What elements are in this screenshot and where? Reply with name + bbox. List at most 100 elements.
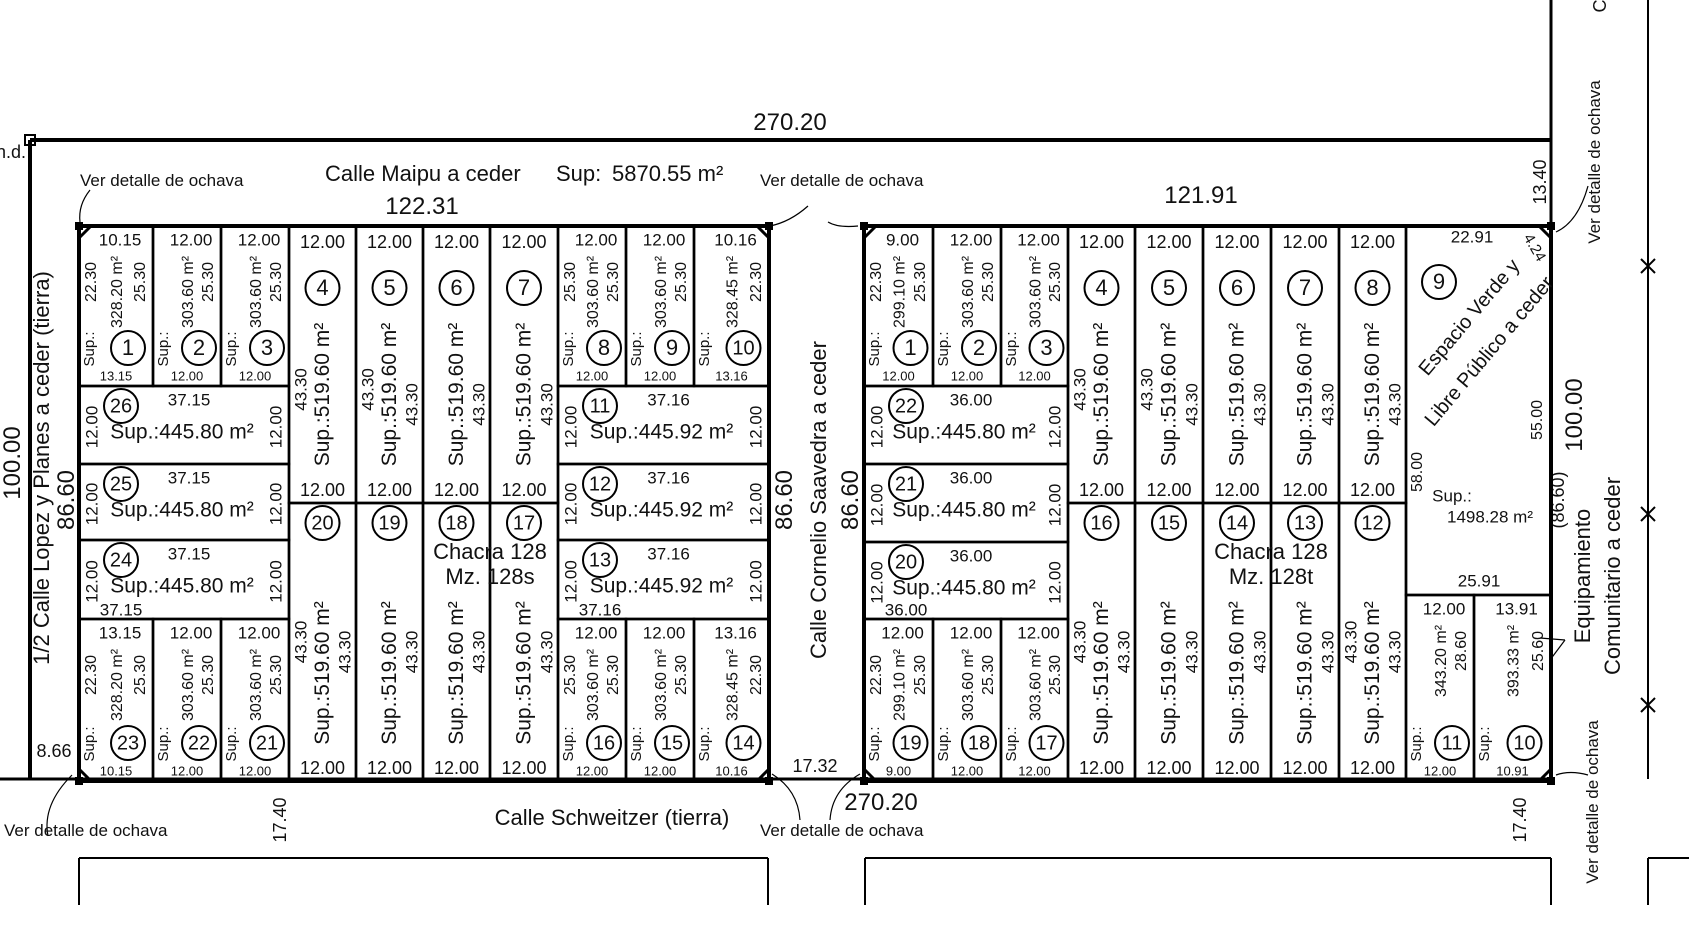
lot-right-dim: 43.30: [1182, 631, 1201, 674]
lot-right-dim: 43.30: [402, 631, 421, 674]
ochava-corner: [755, 224, 771, 240]
lot-area: 299.10 m²: [892, 255, 909, 328]
lot-right-dim: 43.30: [1318, 631, 1337, 674]
lot-right-dim: 43.30: [1385, 631, 1404, 674]
lot-outline: [1404, 224, 1553, 597]
lot-front-dim: 10.16: [714, 230, 757, 249]
ochava-note: Ver detalle de ochava: [80, 171, 244, 190]
lot-number-badge: 17: [506, 505, 542, 541]
lot-area: Sup.:445.80 m²: [892, 577, 1036, 600]
lot-area: 303.60 m²: [653, 255, 670, 328]
lot-area: Sup.:519.60 m²: [1361, 323, 1384, 467]
lot-area: 393.33 m²: [1506, 624, 1523, 697]
ochava-note: Ver detalle de ochava: [1585, 80, 1604, 244]
lot-right-dim: 25.60: [1530, 631, 1547, 671]
lot-area: Sup.:519.60 m²: [1294, 323, 1317, 467]
lot-sup-label: Sup.:: [1476, 726, 1493, 761]
lot-number-badge: 11: [582, 388, 618, 424]
lot-back-dim: 12.00: [501, 758, 546, 778]
lot-area: Sup.:519.60 m²: [445, 601, 468, 745]
ochava-corner: [862, 224, 878, 240]
lot-right-dim: 55.00: [1529, 400, 1546, 440]
lot-number-badge: 12: [1354, 505, 1391, 541]
lot-area: 303.60 m²: [180, 255, 197, 328]
lot-area: Sup.:519.60 m²: [1226, 601, 1249, 745]
lot-left-dim: 58.00: [1409, 452, 1426, 492]
lot-number-badge: 3: [249, 330, 285, 366]
lot-number-badge: 25: [103, 466, 139, 502]
lot-area: Sup.:519.60 m²: [445, 323, 468, 467]
lot-back-dim: 12.00: [644, 368, 677, 383]
lot-number: 20: [895, 551, 917, 573]
north-street-sup-label: Sup:: [556, 161, 601, 186]
lot-number: 1: [122, 335, 134, 360]
ochava-note: Ver detalle de ochava: [760, 821, 924, 840]
lot-back-dim: 12.00: [644, 763, 677, 778]
lot-right-dim: 43.30: [402, 383, 421, 426]
lot-area: Sup.:445.80 m²: [110, 499, 254, 522]
lot-front-dim: 12.00: [170, 623, 213, 642]
dim-corner-sw: 8.66: [36, 741, 71, 761]
lot-left-dim: 43.30: [291, 368, 310, 411]
lot-right-dim: 43.30: [1182, 383, 1201, 426]
lot-number-badge: 1: [892, 330, 929, 366]
dim-left-block-front: 122.31: [385, 193, 458, 220]
lot-number: 11: [590, 395, 611, 417]
lot-sup-label: Sup.:: [1003, 726, 1020, 761]
lot-front-dim: 13.16: [714, 623, 757, 642]
lot-area: 303.60 m²: [180, 648, 197, 721]
lot-right-dim: 22.30: [748, 262, 765, 302]
lot-left-dim: 22.30: [868, 655, 885, 695]
lot-number-badge: 5: [1151, 270, 1187, 306]
